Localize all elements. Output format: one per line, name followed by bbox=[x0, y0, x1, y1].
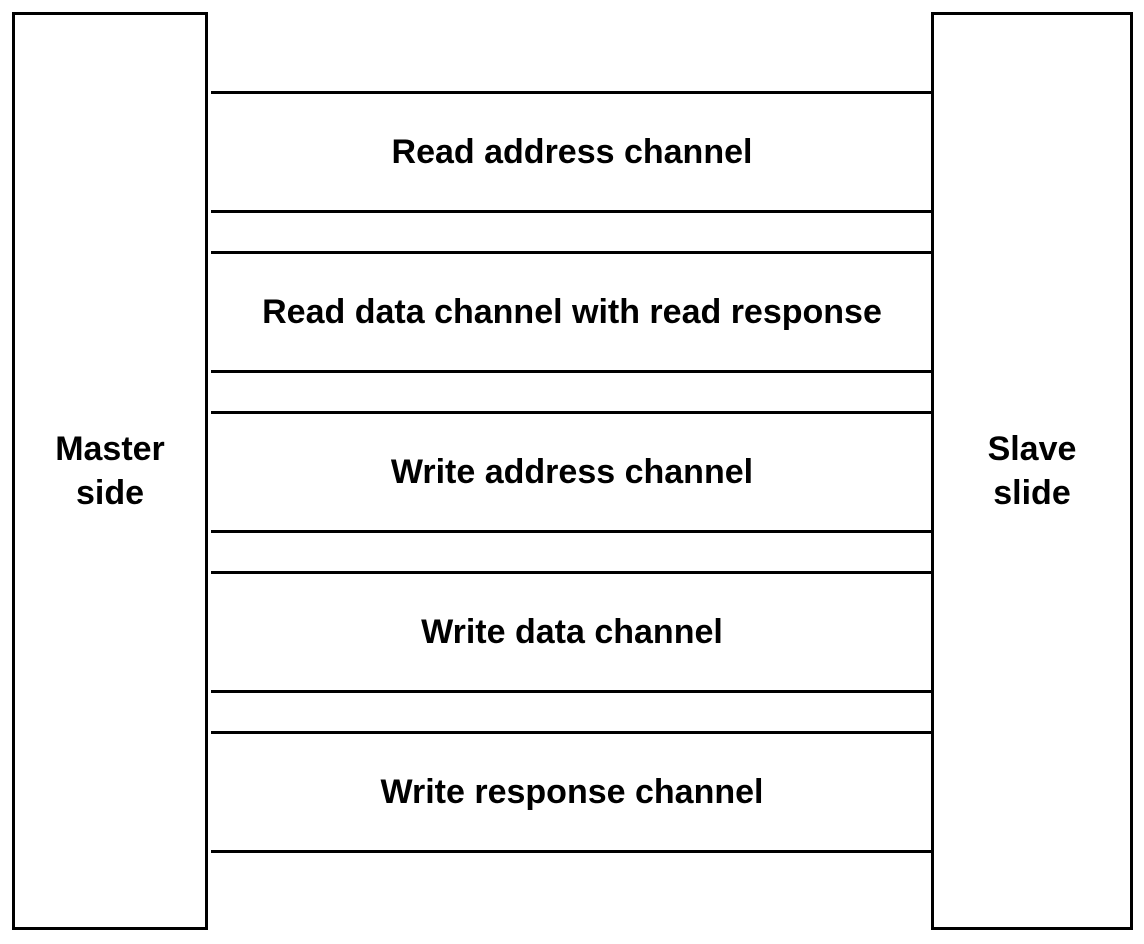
write-response-channel: Write response channel bbox=[211, 731, 933, 853]
slave-side-box: Slave slide bbox=[931, 12, 1133, 930]
master-side-box: Master side bbox=[12, 12, 208, 930]
read-data-channel: Read data channel with read response bbox=[211, 251, 933, 373]
channel-label: Read data channel with read response bbox=[262, 292, 882, 331]
channel-label: Write data channel bbox=[421, 612, 723, 651]
channel-label: Read address channel bbox=[391, 132, 753, 171]
write-data-channel: Write data channel bbox=[211, 571, 933, 693]
read-address-channel: Read address channel bbox=[211, 91, 933, 213]
channel-label: Write response channel bbox=[380, 772, 764, 811]
channel-label: Write address channel bbox=[390, 452, 754, 491]
slave-side-label: Slave slide bbox=[987, 430, 1077, 512]
write-address-channel: Write address channel bbox=[211, 411, 933, 533]
master-side-label: Master side bbox=[55, 430, 165, 512]
